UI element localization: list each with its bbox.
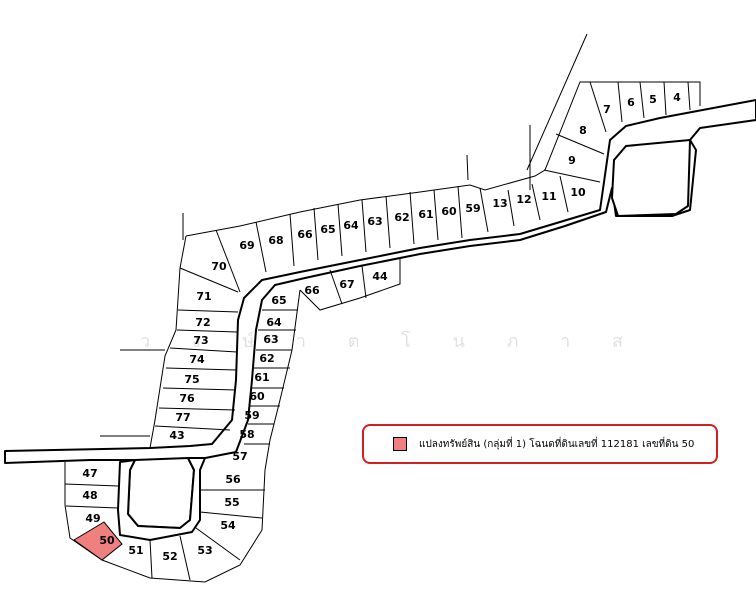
plot-label[interactable]: 47 — [82, 467, 97, 480]
legend-text: แปลงทรัพย์สิน (กลุ่มที่ 1) โฉนดที่ดินเลข… — [419, 438, 695, 450]
road-network — [4, 99, 756, 541]
plot-label[interactable]: 74 — [189, 353, 205, 366]
plot-label[interactable]: 61 — [254, 371, 269, 384]
plot-label[interactable]: 70 — [211, 260, 227, 273]
plot-label[interactable]: 52 — [162, 550, 177, 563]
plot-label[interactable]: 6 — [627, 96, 635, 109]
plot-label[interactable]: 63 — [367, 215, 382, 228]
plot-label[interactable]: 55 — [224, 496, 239, 509]
plot-label[interactable]: 58 — [239, 428, 254, 441]
plot-label[interactable]: 77 — [175, 411, 190, 424]
plot-label[interactable]: 64 — [343, 219, 359, 232]
plot-label[interactable]: 54 — [220, 519, 236, 532]
plot-label[interactable]: 67 — [339, 278, 354, 291]
plot-label[interactable]: 57 — [232, 450, 247, 463]
plot-label[interactable]: 66 — [304, 284, 320, 297]
plot-label[interactable]: 72 — [195, 316, 210, 329]
plot-label[interactable]: 59 — [244, 409, 259, 422]
plot-label[interactable]: 73 — [193, 334, 208, 347]
plot-label[interactable]: 71 — [196, 290, 211, 303]
plot-label[interactable]: 66 — [297, 228, 313, 241]
plot-label[interactable]: 76 — [179, 392, 195, 405]
plot-label[interactable]: 4 — [673, 91, 681, 104]
plot-label[interactable]: 69 — [239, 239, 254, 252]
plot-label[interactable]: 9 — [568, 154, 576, 167]
plot-label[interactable]: 68 — [268, 234, 283, 247]
plot-label[interactable]: 62 — [394, 211, 409, 224]
plot-label[interactable]: 60 — [249, 390, 265, 403]
highlighted-plot-50[interactable] — [73, 521, 123, 561]
plot-label[interactable]: 53 — [197, 544, 212, 557]
plot-label[interactable]: 10 — [570, 186, 586, 199]
plot-label[interactable]: 64 — [266, 316, 282, 329]
plot-label[interactable]: 48 — [82, 489, 97, 502]
plot-labels: 4 5 6 7 8 9 10 11 12 13 59 60 61 62 63 6… — [82, 91, 681, 563]
plot-label[interactable]: 56 — [225, 473, 241, 486]
plot-label[interactable]: 51 — [128, 544, 143, 557]
plot-label[interactable]: 50 — [99, 534, 115, 547]
plot-label[interactable]: 43 — [169, 429, 184, 442]
plot-label[interactable]: 65 — [320, 223, 335, 236]
plot-label[interactable]: 13 — [492, 197, 507, 210]
plot-label[interactable]: 5 — [649, 93, 657, 106]
lot-divisions — [64, 81, 691, 581]
plot-label[interactable]: 60 — [441, 205, 457, 218]
plot-label[interactable]: 11 — [541, 190, 556, 203]
plot-label[interactable]: 75 — [184, 373, 199, 386]
watermark: ว ง ษ์ า ต โ น ภ า ส — [140, 331, 641, 352]
plot-label[interactable]: 49 — [85, 512, 100, 525]
plot-label[interactable]: 62 — [259, 352, 274, 365]
plot-label[interactable]: 63 — [263, 333, 278, 346]
plot-label[interactable]: 7 — [603, 103, 611, 116]
plot-label[interactable]: 8 — [579, 124, 587, 137]
plot-label[interactable]: 44 — [372, 270, 388, 283]
plot-label[interactable]: 65 — [271, 294, 286, 307]
legend-swatch — [393, 437, 407, 451]
plot-label[interactable]: 12 — [516, 193, 531, 206]
plot-label[interactable]: 61 — [418, 208, 433, 221]
legend-box: แปลงทรัพย์สิน (กลุ่มที่ 1) โฉนดที่ดินเลข… — [362, 424, 718, 464]
plot-label[interactable]: 59 — [465, 202, 480, 215]
